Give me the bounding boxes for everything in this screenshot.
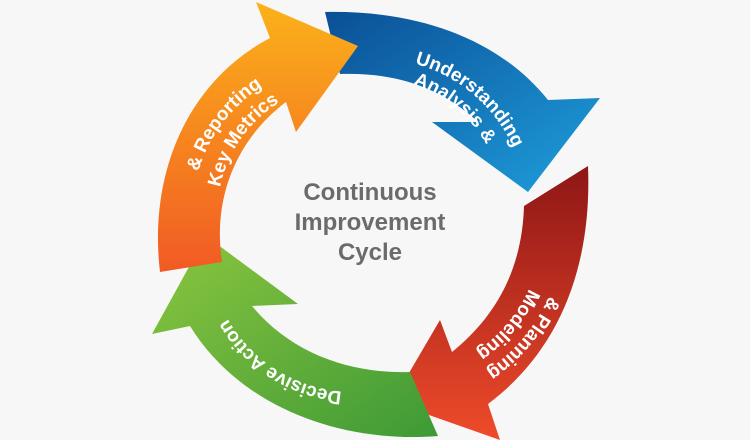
center-title-line1: Continuous: [303, 179, 437, 206]
arrow-key-metrics-reporting: [157, 2, 358, 272]
center-title: Continuous Improvement Cycle: [240, 178, 500, 268]
arrow-analysis-understanding: [325, 11, 600, 192]
cycle-arrows: [152, 2, 600, 440]
arrow-modeling-planning: [392, 166, 589, 440]
arrow-decisive-action: [152, 236, 438, 438]
center-title-line3: Cycle: [337, 239, 403, 266]
center-title-line2: Improvement: [294, 209, 446, 236]
